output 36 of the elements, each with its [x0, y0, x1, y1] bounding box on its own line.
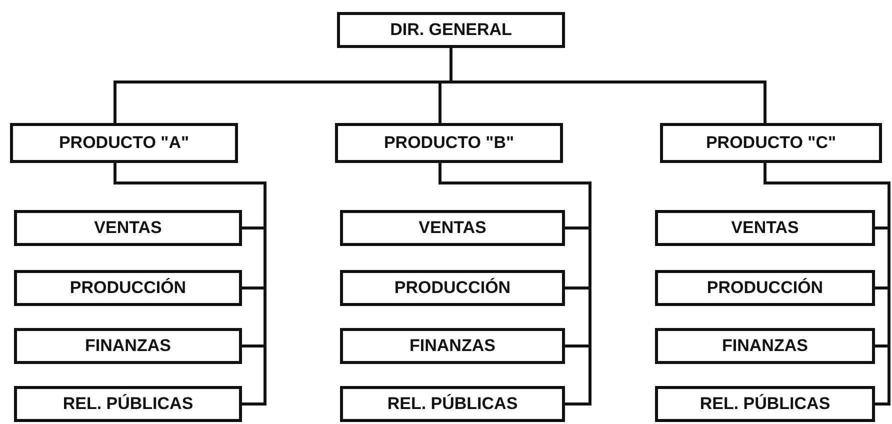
- department-box: [655, 210, 875, 246]
- director-box: [337, 12, 565, 48]
- department-box: [655, 328, 875, 364]
- box-label: PRODUCCIÓN: [70, 278, 186, 298]
- department-box: [655, 270, 875, 306]
- connector-line: [438, 163, 592, 406]
- department-box: [14, 210, 242, 246]
- department-box: [14, 270, 242, 306]
- department-box: [655, 386, 875, 422]
- box-label: PRODUCCIÓN: [394, 278, 511, 298]
- box-label: PRODUCCIÓN: [706, 278, 824, 298]
- department-box: [340, 210, 565, 246]
- department-box: [340, 328, 565, 364]
- department-box: [14, 386, 242, 422]
- department-box: [340, 386, 565, 422]
- box-label: VENTAS: [94, 218, 162, 238]
- box-label: FINANZAS: [410, 336, 496, 356]
- box-label: PRODUCTO "B": [384, 133, 514, 153]
- box-label: PRODUCTO "A": [58, 133, 190, 153]
- box-label: REL. PÚBLICAS: [700, 394, 830, 414]
- box-label: REL. PÚBLICAS: [62, 394, 194, 414]
- connector-line: [114, 163, 266, 406]
- box-label: DIR. GENERAL: [390, 20, 512, 40]
- connector-line: [764, 163, 890, 406]
- box-label: FINANZAS: [722, 336, 808, 356]
- department-box: [340, 270, 565, 306]
- department-box: [335, 123, 563, 163]
- department-box: [14, 328, 242, 364]
- box-label: FINANZAS: [85, 336, 171, 356]
- connector-line: [450, 48, 766, 123]
- box-label: REL. PÚBLICAS: [387, 394, 518, 414]
- box-label: PRODUCTO "C": [706, 133, 836, 153]
- box-label: VENTAS: [731, 218, 799, 238]
- department-box: [660, 123, 882, 163]
- department-box: [10, 123, 238, 163]
- box-label: VENTAS: [418, 218, 486, 238]
